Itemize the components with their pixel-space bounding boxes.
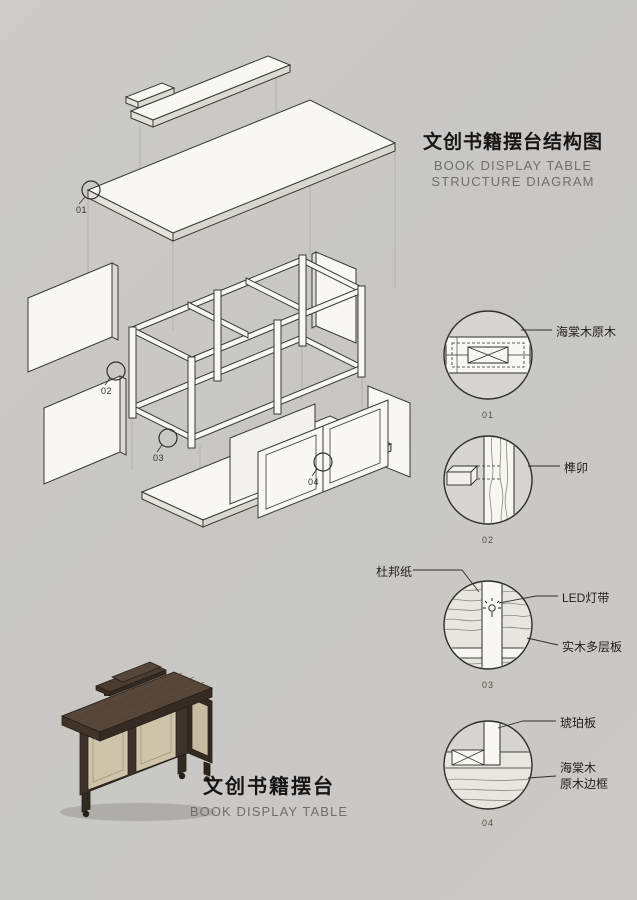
product-name-en: BOOK DISPLAY TABLE	[189, 804, 349, 819]
label-plywood: 实木多层板	[562, 640, 623, 654]
callout-number-03: 03	[153, 453, 165, 463]
detail-number-01: 01	[481, 410, 494, 420]
callout-circles	[78, 180, 333, 477]
led-bulb-icon	[483, 598, 501, 617]
label-haitang-frame: 海棠木 原木边框	[560, 760, 608, 792]
label-haitang-frame-line1: 海棠木	[560, 761, 597, 775]
left-side-panels	[27, 262, 127, 485]
label-led-strip: LED灯带	[562, 591, 610, 605]
title-zh: 文创书籍摆台结构图	[422, 132, 603, 153]
title-en-line2: STRUCTURE DIAGRAM	[431, 174, 595, 189]
exploded-diagram	[27, 55, 411, 528]
detail-circle-01	[443, 310, 552, 400]
callout-number-01: 01	[76, 205, 88, 215]
title-en-line1: BOOK DISPLAY TABLE	[433, 158, 593, 173]
detail-number-03: 03	[481, 680, 494, 690]
table-top-panel	[86, 99, 397, 242]
leader-line-03-led	[498, 595, 558, 604]
label-mortise-tenon: 榫卯	[564, 461, 589, 475]
rendered-table	[60, 661, 216, 821]
detail-circle-02	[443, 435, 560, 525]
callout-number-04: 04	[308, 477, 320, 487]
label-haitang-frame-line2: 原木边框	[560, 777, 609, 791]
label-dupont-paper: 杜邦纸	[375, 565, 412, 579]
leader-line-03-left	[413, 569, 480, 593]
detail-circle-03	[413, 569, 559, 670]
leader-line-03-board	[526, 637, 559, 646]
callout-number-02: 02	[101, 386, 113, 396]
title-block: 文创书籍摆台结构图 BOOK DISPLAY TABLE STRUCTURE D…	[420, 127, 606, 189]
product-label-block: 文创书籍摆台 BOOK DISPLAY TABLE	[176, 770, 362, 819]
leader-line-04-frame	[527, 775, 557, 779]
detail-number-02: 02	[481, 535, 494, 545]
product-name-zh: 文创书籍摆台	[203, 776, 335, 798]
tenon-block-icon	[445, 464, 500, 487]
leader-line-04-top	[497, 720, 556, 729]
detail-number-04: 04	[481, 818, 494, 828]
frame-structure	[128, 254, 366, 449]
top-shelf-piece	[124, 55, 292, 128]
label-haitang-wood: 海棠木原木	[556, 325, 617, 339]
detail-circle-04	[443, 720, 557, 810]
label-amber-board: 琥珀板	[560, 716, 597, 730]
front-door-panels	[229, 399, 389, 519]
